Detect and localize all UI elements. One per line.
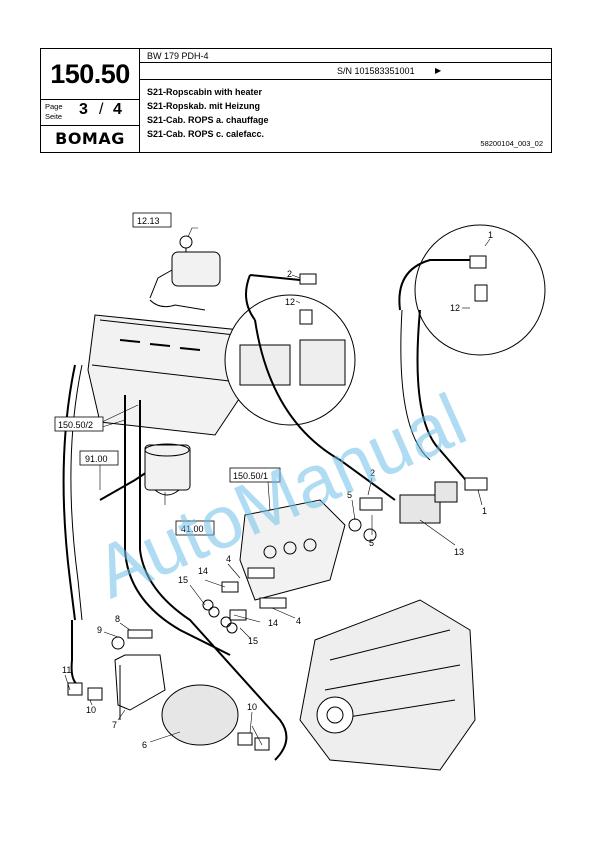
filter-41-00 xyxy=(144,444,191,491)
part-labels: 1 1 2 2 4 4 5 5 6 7 8 9 10 10 11 12 12 1… xyxy=(62,230,493,750)
part-label-13: 13 xyxy=(454,547,464,557)
serial-arrow-icon: ▶ xyxy=(435,66,442,75)
page-label-en: Page xyxy=(45,102,63,111)
part-label-12: 12 xyxy=(285,297,295,307)
page-label-de: Seite xyxy=(45,112,63,121)
part-label-6: 6 xyxy=(142,740,147,750)
reference-boxes: 12.13 150.50/2 91.00 41.00 150.50/1 xyxy=(54,212,281,536)
serial-row: S/N 101583351001 ▶ xyxy=(139,63,551,80)
exploded-parts-diagram: 12.13 150.50/2 91.00 41.00 150.50/1 1 1 … xyxy=(0,160,612,800)
part-label-1: 1 xyxy=(482,506,487,516)
valve-13 xyxy=(399,494,441,524)
ref-box-12-13: 12.13 xyxy=(137,216,160,226)
title-block: 150.50 Page Seite 3 / 4 BOMAG BW 179 PDH… xyxy=(40,48,552,153)
title-es: S21-Cab. ROPS c. calefacc. xyxy=(147,129,265,139)
part-label-2: 2 xyxy=(370,468,375,478)
brand-logo: BOMAG xyxy=(55,129,125,148)
title-de: S21-Ropskab. mit Heizung xyxy=(147,101,261,111)
part-label-12: 12 xyxy=(450,303,460,313)
ref-box-41-00: 41.00 xyxy=(181,524,204,534)
part-label-9: 9 xyxy=(97,625,102,635)
part-label-2: 2 xyxy=(287,269,292,279)
part-label-15: 15 xyxy=(248,636,258,646)
accumulator-6 xyxy=(161,684,239,746)
part-label-5: 5 xyxy=(347,490,352,500)
ref-box-150-50-2: 150.50/2 xyxy=(58,420,93,430)
valve-12-13 xyxy=(171,251,221,287)
part-label-1: 1 xyxy=(488,230,493,240)
part-label-8: 8 xyxy=(115,614,120,624)
model-name: BW 179 PDH-4 xyxy=(139,49,551,63)
drawing-number: 58200104_003_02 xyxy=(480,139,543,148)
part-label-10: 10 xyxy=(86,705,96,715)
page-current: 3 xyxy=(79,101,88,118)
serial-number: S/N 101583351001 xyxy=(337,66,415,76)
page-total: 4 xyxy=(113,101,122,118)
title-block-left: 150.50 Page Seite 3 / 4 BOMAG xyxy=(41,49,140,152)
part-label-7: 7 xyxy=(112,720,117,730)
bracket-7 xyxy=(114,654,166,711)
title-en: S21-Ropscabin with heater xyxy=(147,87,263,97)
ref-box-150-50-1: 150.50/1 xyxy=(233,471,268,481)
part-label-11: 11 xyxy=(62,665,71,675)
part-label-4: 4 xyxy=(226,554,231,564)
part-label-15: 15 xyxy=(178,575,188,585)
ref-box-91-00: 91.00 xyxy=(85,454,108,464)
engine xyxy=(299,599,476,771)
title-fr: S21-Cab. ROPS a. chauffage xyxy=(147,115,269,125)
parts-drawing: 12.13 150.50/2 91.00 41.00 150.50/1 1 1 … xyxy=(54,212,546,771)
part-label-14: 14 xyxy=(198,566,208,576)
part-label-10: 10 xyxy=(247,702,257,712)
part-label-5: 5 xyxy=(369,538,374,548)
part-label-4: 4 xyxy=(296,616,301,626)
assembly-titles: S21-Ropscabin with heater S21-Ropskab. m… xyxy=(147,85,269,141)
part-label-14: 14 xyxy=(268,618,278,628)
section-number: 150.50 xyxy=(41,49,139,100)
page-separator: / xyxy=(99,101,104,118)
page-indicator: Page Seite 3 / 4 xyxy=(41,99,139,126)
